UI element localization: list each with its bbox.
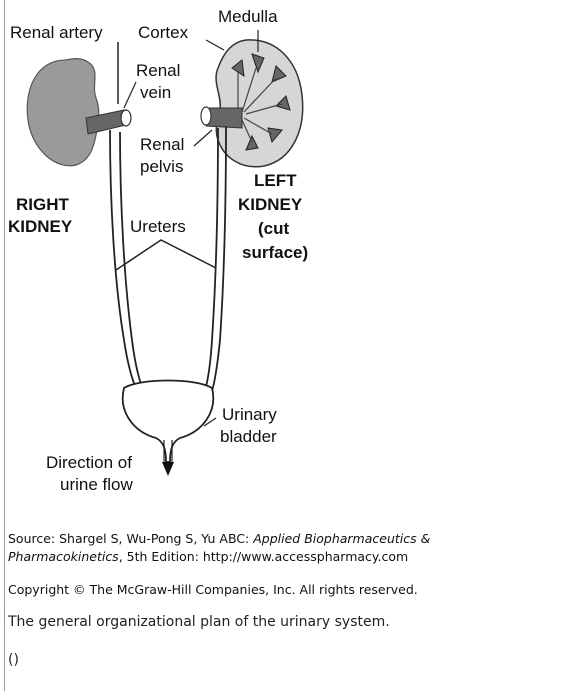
renal-vein-leader xyxy=(124,82,136,108)
source-line-2: Pharmacokinetics, 5th Edition: http://ww… xyxy=(8,549,408,564)
right-kidney-shape xyxy=(27,59,98,166)
label-medulla: Medulla xyxy=(218,7,278,26)
label-left-kidney-line1: LEFT xyxy=(254,171,297,190)
label-right-kidney-line2: KIDNEY xyxy=(8,217,73,236)
left-ureter-inner xyxy=(202,128,218,400)
book-title-part2: Pharmacokinetics xyxy=(8,549,119,564)
urinary-bladder xyxy=(123,381,214,463)
label-cortex: Cortex xyxy=(138,23,189,42)
label-left-kidney-line3: (cut xyxy=(258,219,290,238)
label-direction-line2: urine flow xyxy=(60,475,133,494)
ureters-leader xyxy=(116,240,216,270)
source-prefix: Source: Shargel S, Wu-Pong S, Yu ABC: xyxy=(8,531,253,546)
copyright-line: Copyright © The McGraw-Hill Companies, I… xyxy=(8,582,418,597)
label-renal-vein-line1: Renal xyxy=(136,61,180,80)
urine-flow-arrowhead xyxy=(162,462,174,476)
right-ureter-outer xyxy=(110,130,144,402)
source-url-link[interactable]: http://www.accesspharmacy.com xyxy=(203,549,408,564)
label-renal-pelvis-line2: pelvis xyxy=(140,157,183,176)
book-title-part1: Applied Biopharmaceutics & xyxy=(253,531,430,546)
label-renal-artery: Renal artery xyxy=(10,23,103,42)
cortex-leader xyxy=(206,40,224,50)
figure-caption: The general organizational plan of the u… xyxy=(8,614,390,630)
urinary-system-diagram: Renal artery Cortex Medulla Renal vein R… xyxy=(6,0,346,500)
empty-parentheses: () xyxy=(8,652,19,668)
urinary-system-figure: Renal artery Cortex Medulla Renal vein R… xyxy=(6,0,346,500)
label-urinary-bladder-line2: bladder xyxy=(220,427,277,446)
label-urinary-bladder-line1: Urinary xyxy=(222,405,277,424)
label-direction-line1: Direction of xyxy=(46,453,132,472)
label-ureters: Ureters xyxy=(130,217,186,236)
source-edition: , 5th Edition: xyxy=(119,549,203,564)
label-renal-pelvis-line1: Renal xyxy=(140,135,184,154)
label-renal-vein-line2: vein xyxy=(140,83,171,102)
label-left-kidney-line4: surface) xyxy=(242,243,308,262)
label-left-kidney-line2: KIDNEY xyxy=(238,195,303,214)
right-vein-end xyxy=(121,110,131,126)
source-line-1: Source: Shargel S, Wu-Pong S, Yu ABC: Ap… xyxy=(8,531,430,546)
left-vein-end xyxy=(201,107,211,125)
label-right-kidney-line1: RIGHT xyxy=(16,195,70,214)
renal-pelvis-leader xyxy=(194,130,212,146)
left-border-rule xyxy=(4,0,5,691)
